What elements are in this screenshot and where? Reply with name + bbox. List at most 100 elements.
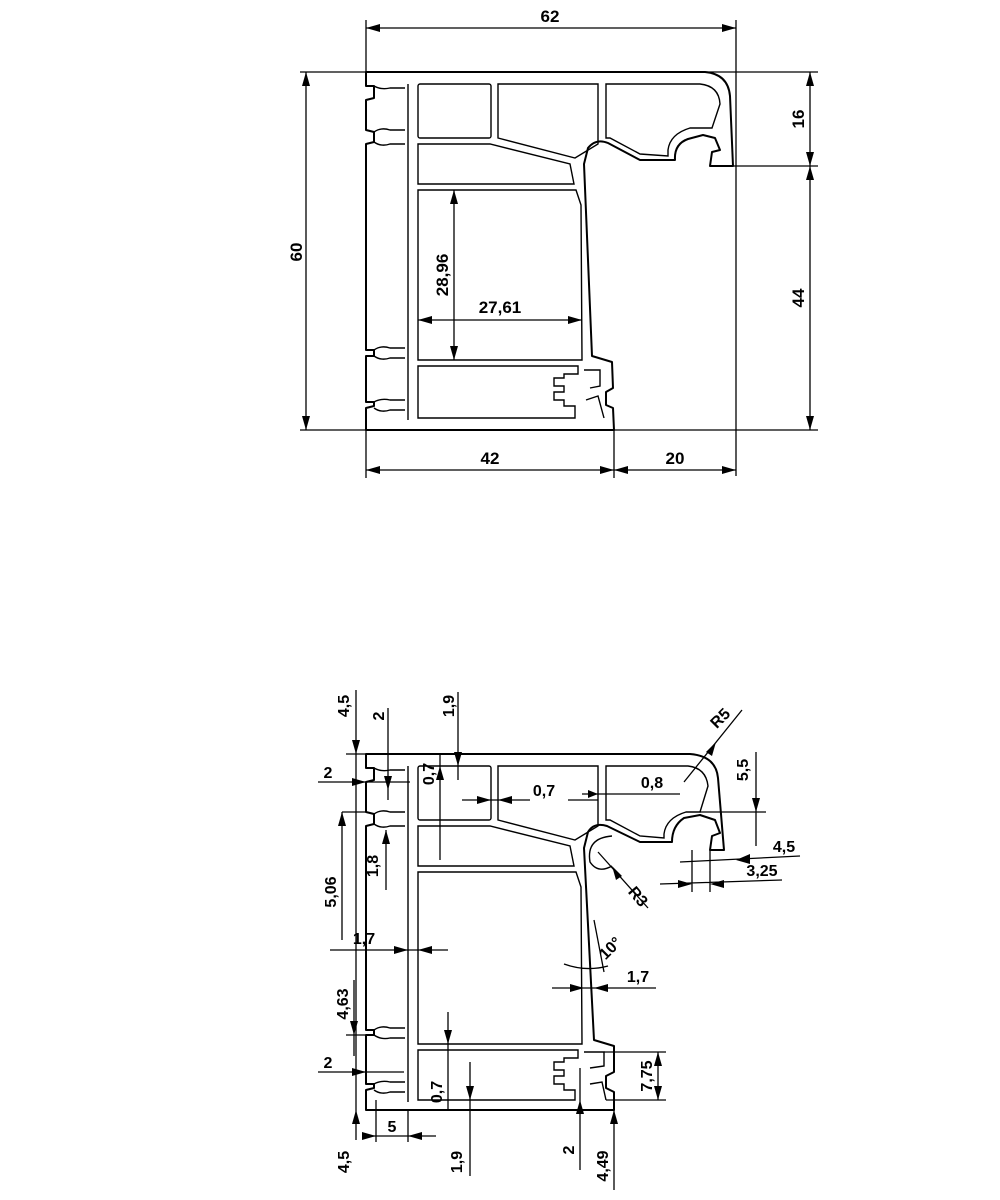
ext-lines-60 [300,71,366,431]
arrow-3-25-right [710,880,724,888]
label-2-bottom: 2 [561,1145,578,1154]
label-20: 20 [666,449,685,468]
dim-5-06 [341,811,366,940]
label-27-61: 27,61 [479,298,522,317]
arrow-7-75-top [654,1052,662,1066]
arrow-1-7-right-a [570,984,584,992]
arrow-42-right [600,466,614,474]
arrow-28-96-bottom [450,346,458,360]
detail-r3-arc [588,835,613,870]
arrow-28-96-top [450,190,458,204]
arrow-20-left [614,466,628,474]
detail-bottom-right-hook [584,1051,607,1101]
arrow-60-top [302,72,310,86]
label-0-7-low: 0,7 [429,1081,446,1103]
label-0-7-a: 0,7 [421,763,438,785]
arrow-5-5 [752,798,760,812]
chamber-top-middle [497,83,599,159]
arrow-44-bottom [806,416,814,430]
label-2-low: 2 [324,1055,333,1072]
arrow-3-25-left [678,880,692,888]
label-1-8: 1,8 [365,855,382,877]
detail-chamber-top-middle [497,765,599,841]
arrow-5-left [362,1132,376,1140]
arrow-2-low [352,1068,366,1076]
arrow-0-7-low [444,1030,452,1044]
arrow-0-7-b-right [498,796,512,804]
arrow-42-left [366,466,380,474]
clip-top-left [373,85,405,90]
detail-outer-contour [365,753,725,1111]
label-44: 44 [789,288,808,307]
arrow-1-7-left-a [394,946,408,954]
label-62: 62 [541,7,560,26]
label-28-96: 28,96 [433,254,452,297]
label-1-7-left: 1,7 [353,931,375,948]
chamber-bottom [417,365,579,419]
label-16: 16 [789,110,808,129]
arrow-5-06 [338,812,346,826]
profile-detail-view [365,753,725,1111]
detail-clips [373,767,405,1094]
label-0-8: 0,8 [641,775,663,792]
arrow-0-7-a [436,766,444,780]
label-5-bottom: 5 [388,1119,397,1136]
label-1-7-right: 1,7 [627,969,649,986]
label-60: 60 [287,243,306,262]
arrow-1-9-top [454,752,462,766]
arrow-1-7-right-b [594,984,608,992]
detail-chamber-top-right [605,765,709,839]
top-view-dimensions: 62 60 16 44 28,96 27,61 42 [287,7,818,478]
arrow-2-side [352,778,366,786]
arrow-4-49 [610,1110,618,1124]
angle-10-arc [563,963,609,970]
arrow-1-8 [382,830,390,844]
detail-chamber-second-row [417,825,575,867]
arrow-20-right [722,466,736,474]
arrow-62-right [722,24,736,32]
profile-outer-contour [365,71,734,431]
detail-chamber-top-left [417,765,492,821]
label-2-side: 2 [324,765,333,782]
ext-lines-right [614,71,818,431]
bottom-right-hook [584,369,605,419]
label-r5: R5 [708,706,735,733]
arrow-5-right [408,1132,422,1140]
label-4-49: 4,49 [595,1150,612,1181]
leader-r3 [597,851,649,909]
arrow-7-75-bottom [654,1086,662,1100]
dim-4-63 [346,980,366,1056]
arrow-62-left [366,24,380,32]
arrow-60-bottom [302,416,310,430]
arrow-r3 [612,866,622,880]
arrow-4-5-bottom [352,1110,360,1124]
detail-chamber-main [417,871,583,1045]
label-1-9-bottom: 1,9 [449,1151,466,1173]
arrow-27-61-right [568,316,582,324]
clip-upper-left [373,128,405,146]
label-5-06: 5,06 [323,876,340,907]
label-10-degrees: 10° [596,934,625,963]
arrow-0-7-b-left [477,796,491,804]
arrow-16-top [806,72,814,86]
chamber-main [417,189,583,361]
label-4-5-right: 4,5 [773,839,795,856]
chamber-top-left [417,83,492,139]
label-42: 42 [481,449,500,468]
chamber-second-row [417,143,575,185]
clip-bottom-left [373,398,405,412]
label-1-9-top: 1,9 [441,695,458,717]
arrow-4-5-right [736,854,750,864]
label-4-5-top: 4,5 [336,695,353,717]
arrow-4-63 [350,1021,358,1035]
arrow-27-61-left [418,316,432,324]
arrow-1-9-bottom [466,1086,474,1100]
label-0-7-b: 0,7 [533,783,555,800]
arrow-4-5-top [352,740,360,754]
clip-lower-left [373,346,405,360]
label-7-75: 7,75 [639,1060,656,1091]
label-4-5-bottom: 4,5 [336,1151,353,1173]
label-2-top: 2 [371,711,388,720]
arrow-1-7-left-b [418,946,432,954]
